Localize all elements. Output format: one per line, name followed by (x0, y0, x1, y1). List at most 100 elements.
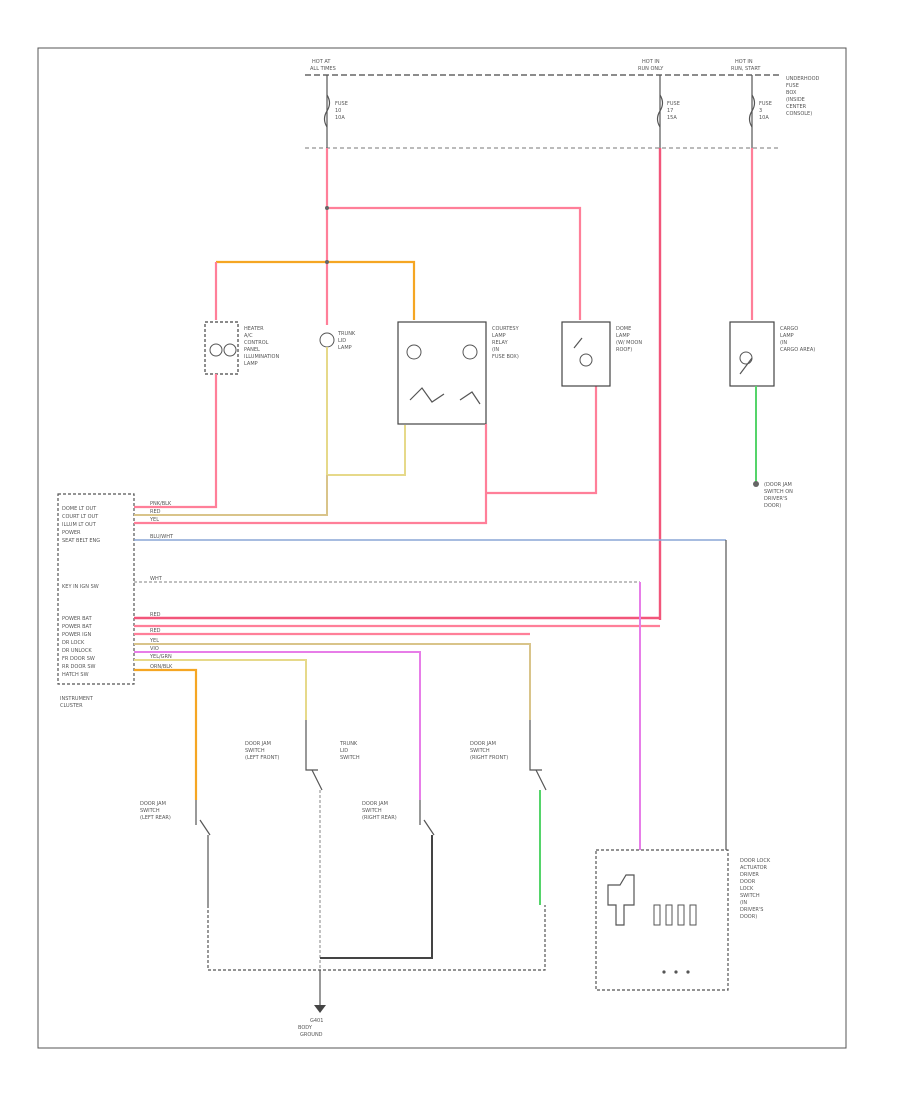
svg-text:DOOR): DOOR) (764, 503, 781, 509)
svg-text:(IN: (IN (740, 900, 747, 906)
svg-text:DOOR JAM: DOOR JAM (140, 801, 166, 807)
svg-text:DOME LT OUT: DOME LT OUT (62, 506, 97, 512)
svg-text:15A: 15A (667, 115, 677, 121)
svg-text:FUSE BOX): FUSE BOX) (492, 354, 519, 360)
svg-text:DOOR JAM: DOOR JAM (470, 741, 496, 747)
svg-text:TRUNK: TRUNK (339, 741, 358, 747)
splice-dot (325, 206, 329, 210)
svg-text:SWITCH: SWITCH (140, 808, 160, 814)
wire-trunk-to-relay (327, 425, 406, 476)
svg-text:10A: 10A (759, 115, 769, 121)
svg-text:LAMP: LAMP (338, 345, 352, 351)
svg-text:ILLUM LT OUT: ILLUM LT OUT (62, 522, 97, 528)
wire-cl-3 (134, 493, 488, 525)
svg-text:DRIVER: DRIVER (740, 872, 759, 878)
wire-cl-10 (134, 651, 421, 800)
svg-text:POWER BAT: POWER BAT (62, 624, 93, 630)
cargo-ground-note: (DOOR JAM SWITCH ON DRIVER'S DOOR) (764, 482, 793, 509)
svg-text:3: 3 (759, 108, 762, 114)
svg-text:UNDERHOOD: UNDERHOOD (786, 76, 820, 82)
svg-text:RR DOOR SW: RR DOOR SW (62, 664, 95, 670)
svg-text:(LEFT REAR): (LEFT REAR) (140, 815, 171, 821)
door-switch-3: DOOR JAM SWITCH (LEFT REAR) (140, 800, 211, 836)
svg-text:G401: G401 (310, 1018, 323, 1024)
svg-text:SWITCH ON: SWITCH ON (764, 489, 793, 495)
svg-text:10A: 10A (335, 115, 345, 121)
svg-text:LID: LID (338, 338, 346, 344)
wire-sw4-out (320, 835, 433, 959)
svg-text:DOOR LOCK: DOOR LOCK (740, 858, 771, 864)
svg-text:RED: RED (150, 509, 161, 515)
svg-text:RELAY: RELAY (492, 340, 509, 346)
svg-text:POWER BAT: POWER BAT (62, 616, 93, 622)
wire-cl-9 (134, 643, 531, 720)
svg-text:KEY IN IGN SW: KEY IN IGN SW (62, 584, 99, 590)
svg-text:RED: RED (150, 628, 161, 634)
svg-text:BLU/WHT: BLU/WHT (150, 534, 174, 540)
door-switch-1: DOOR JAM SWITCH (LEFT FRONT) (245, 720, 323, 791)
svg-text:(DOOR JAM: (DOOR JAM (764, 482, 792, 488)
wire-cl-11 (134, 659, 307, 720)
cargo-lamp: CARGO LAMP (IN CARGO AREA) (729, 321, 815, 387)
svg-text:SWITCH: SWITCH (245, 748, 265, 754)
svg-text:DR LOCK: DR LOCK (62, 640, 85, 646)
wire-cl-2 (134, 475, 328, 516)
fuse-mid: FUSE 17 15A (656, 75, 680, 148)
svg-text:CENTER: CENTER (786, 104, 807, 110)
wire-cl-1 (134, 505, 218, 509)
svg-text:CARGO: CARGO (780, 326, 798, 332)
wire-orange-branch (216, 260, 416, 320)
svg-text:PNK/BLK: PNK/BLK (150, 501, 172, 507)
svg-text:SEAT BELT ENG: SEAT BELT ENG (62, 538, 100, 544)
diagram-frame (37, 47, 847, 1049)
svg-text:COURTESY: COURTESY (492, 326, 520, 332)
cluster-wire-colors: PNK/BLK RED YEL BLU/WHT WHT RED RED YEL … (149, 501, 174, 670)
svg-text:YEL/GRN: YEL/GRN (149, 654, 172, 660)
svg-text:DR UNLOCK: DR UNLOCK (62, 648, 92, 654)
svg-text:FR DOOR SW: FR DOOR SW (62, 656, 95, 662)
splice-dot (325, 260, 329, 264)
cluster-pin-labels: DOME LT OUT COURT LT OUT ILLUM LT OUT PO… (62, 506, 100, 678)
power-right-line1: HOT IN (735, 59, 753, 65)
svg-text:(RIGHT REAR): (RIGHT REAR) (362, 815, 397, 821)
wire-to-courtesy (327, 206, 582, 320)
svg-text:SWITCH: SWITCH (340, 755, 360, 761)
svg-text:POWER IGN: POWER IGN (62, 632, 91, 638)
wire-cl-12 (134, 668, 198, 800)
svg-text:LID: LID (340, 748, 348, 754)
dome-lamp: DOME LAMP (W/ MOON ROOF) (561, 321, 642, 387)
ground-point (753, 481, 759, 487)
svg-text:LAMP: LAMP (244, 361, 258, 367)
svg-text:CONSOLE): CONSOLE) (786, 111, 812, 117)
svg-text:(INSIDE: (INSIDE (786, 97, 805, 103)
svg-text:DOOR JAM: DOOR JAM (362, 801, 388, 807)
svg-text:HEATER: HEATER (244, 326, 264, 332)
svg-text:ROOF): ROOF) (616, 347, 632, 353)
svg-text:(IN: (IN (492, 347, 499, 353)
svg-text:LAMP: LAMP (616, 333, 630, 339)
ground-label: G401 BODY GROUND (298, 1018, 323, 1038)
trunk-lid-lamp: TRUNK LID LAMP (319, 331, 356, 351)
svg-text:COURT LT OUT: COURT LT OUT (62, 514, 99, 520)
svg-text:A/C: A/C (244, 333, 253, 339)
svg-text:SWITCH: SWITCH (362, 808, 382, 814)
svg-text:DOME: DOME (616, 326, 631, 332)
door-lock-actuator: DOOR LOCK ACTUATOR DRIVER DOOR LOCK SWIT… (595, 849, 771, 991)
junction-box-label: UNDERHOOD FUSE BOX (INSIDE CENTER CONSOL… (786, 76, 820, 117)
svg-text:LOCK: LOCK (740, 886, 754, 892)
svg-text:RED: RED (150, 612, 161, 618)
courtesy-lamp-relay: COURTESY LAMP RELAY (IN FUSE BOX) (397, 321, 520, 425)
svg-text:CARGO AREA): CARGO AREA) (780, 347, 815, 353)
svg-text:FUSE: FUSE (667, 101, 680, 107)
power-right-line2: RUN, START (731, 66, 761, 72)
svg-text:YEL: YEL (149, 517, 159, 523)
svg-text:FUSE: FUSE (335, 101, 348, 107)
svg-text:GROUND: GROUND (300, 1032, 323, 1038)
svg-text:LAMP: LAMP (780, 333, 794, 339)
svg-text:17: 17 (667, 108, 673, 114)
svg-text:INSTRUMENT: INSTRUMENT (60, 696, 94, 702)
svg-text:(LEFT FRONT): (LEFT FRONT) (245, 755, 279, 761)
instrument-cluster: INSTRUMENT CLUSTER (57, 493, 135, 709)
svg-text:ACTUATOR: ACTUATOR (740, 865, 768, 871)
